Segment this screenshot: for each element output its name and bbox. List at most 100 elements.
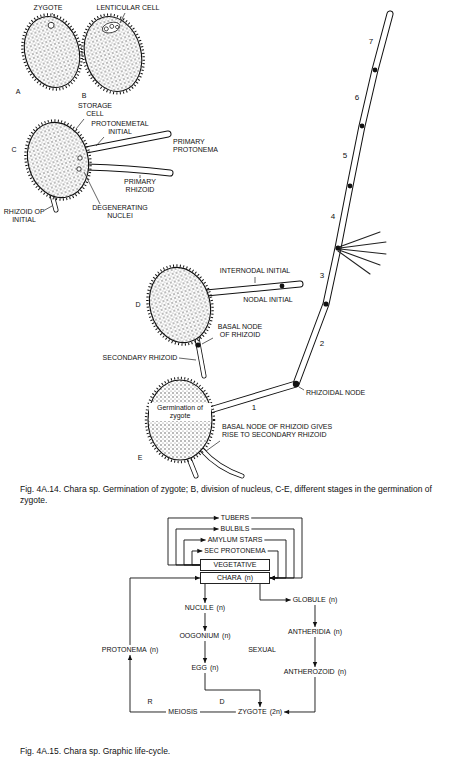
main-axis: [210, 14, 390, 410]
stage-text: EGG(n): [189, 663, 220, 673]
connector-line: [284, 677, 315, 712]
edge-label: MEIOSIS: [166, 708, 199, 716]
part-label: D: [135, 301, 140, 309]
callout-number: 7: [369, 37, 373, 46]
arrow-connector: [128, 655, 236, 712]
arrowhead: [270, 576, 275, 580]
arrowhead: [284, 710, 289, 714]
ploidy-label: (n): [210, 664, 219, 671]
stage-box: VEGETATIVE: [200, 559, 270, 571]
arrow-connector: [260, 584, 291, 602]
part-label: E: [138, 454, 143, 462]
nucleus: [77, 167, 81, 171]
arrowhead: [270, 576, 275, 580]
part-label: RHIZOID OF INITIAL: [3, 208, 45, 224]
stage-text: ANTHERIDIA(n): [286, 627, 344, 637]
ploidy-label: (n): [244, 574, 253, 581]
leader-lines: [43, 13, 304, 451]
part-label: A: [16, 88, 21, 96]
stage-name: CHARA: [217, 574, 242, 581]
connector-line: [130, 655, 236, 712]
stage-text: ZYGOTE(2n): [236, 707, 284, 717]
part-label: SEXUAL: [248, 646, 276, 654]
callout-number: 1: [252, 403, 256, 412]
part-label: BASAL NODE OF RHIZOID: [213, 323, 267, 339]
callout-number: 6: [355, 93, 359, 102]
stage-text: AMYLUM STARS: [206, 535, 265, 545]
part-label: INTERNODAL INITIAL: [220, 267, 291, 275]
connector-line: [260, 584, 291, 600]
figure-caption: Fig. 4A.15. Chara sp. Graphic life-cycle…: [20, 747, 170, 757]
arrowhead: [214, 516, 219, 520]
stage-name: ZYGOTE: [238, 708, 267, 715]
ploidy-label: (2n): [270, 708, 282, 715]
stage-name: SEC PROTONEMA: [204, 547, 265, 554]
arrowhead: [270, 576, 275, 580]
part-label: ZYGOTE: [34, 4, 63, 12]
ploidy-label: (n): [217, 604, 226, 611]
stage-text: OOGONIUM(n): [177, 631, 232, 641]
part-label: R: [147, 698, 152, 706]
stage-name: GLOBULE: [293, 596, 326, 603]
ploidy-label: (n): [329, 596, 338, 603]
arrow-connector: [313, 637, 317, 667]
stage-text: BULBILS: [219, 524, 252, 534]
arrow-connector: [203, 613, 207, 631]
zygote-c: [17, 113, 100, 207]
arrowhead: [286, 598, 291, 602]
stage-text: TUBERS: [219, 513, 251, 523]
part-label: RHIZOIDAL NODE: [306, 389, 365, 397]
stage-name: ANTHERIDIA: [288, 628, 330, 635]
connector-line: [205, 673, 260, 707]
part-label: D: [219, 698, 224, 706]
stage-name: EGG: [191, 664, 207, 671]
callout-number: 5: [343, 151, 347, 160]
arrowhead: [203, 626, 207, 631]
stage-text: ANTHEROZOID(n): [282, 667, 349, 677]
arrowhead: [128, 655, 132, 660]
arrowhead: [197, 549, 202, 553]
arrowhead: [270, 576, 275, 580]
stage-name: OOGONIUM: [179, 632, 219, 639]
arrow-connector: [205, 673, 262, 707]
stage-text: SEC PROTONEMA: [202, 546, 267, 556]
stage-box: CHARA(n): [200, 572, 270, 584]
nucleus: [78, 156, 82, 160]
part-label: Germination of zygote: [149, 403, 211, 421]
ploidy-label: (n): [222, 632, 231, 639]
arrow-connector: [284, 677, 315, 714]
arrowhead: [203, 658, 207, 663]
arrow-connector: [203, 641, 207, 663]
arrowhead: [214, 527, 219, 531]
callout-number: 2: [320, 339, 324, 348]
part-label: BASAL NODE OF RHIZOID GIVES RISE TO SECO…: [222, 423, 342, 439]
zygote-e: [146, 378, 214, 462]
arrowhead: [258, 702, 262, 707]
part-label: DEGENERATING NUCLEI: [91, 204, 149, 220]
part-label: C: [11, 146, 16, 154]
arrowhead: [313, 662, 317, 667]
part-label: LENTICULAR CELL: [96, 4, 159, 12]
zygote-d: [139, 258, 222, 352]
stage-name: ANTHEROZOID: [284, 668, 335, 675]
stage-text: GLOBULE(n): [291, 595, 340, 605]
stage-name: BULBILS: [221, 525, 250, 532]
callout-number: 4: [331, 212, 335, 221]
part-label: SECONDARY RHIZOID: [103, 354, 178, 362]
zygote-b: [74, 8, 153, 101]
part-label: STORAGE CELL: [76, 102, 114, 118]
arrow-connector: [203, 584, 207, 603]
stage-name: TUBERS: [221, 514, 249, 521]
arrowhead: [313, 622, 317, 627]
arrowhead: [201, 538, 206, 542]
stage-text: NUCULE(n): [183, 603, 227, 613]
part-label: PRIMARY RHIZOID: [120, 178, 160, 194]
stage-name: VEGETATIVE: [214, 561, 257, 568]
part-label: B: [82, 92, 87, 100]
arrow-connector: [313, 605, 317, 627]
stage-name: NUCULE: [185, 604, 214, 611]
stage-name: PROTONEMA: [102, 646, 147, 653]
